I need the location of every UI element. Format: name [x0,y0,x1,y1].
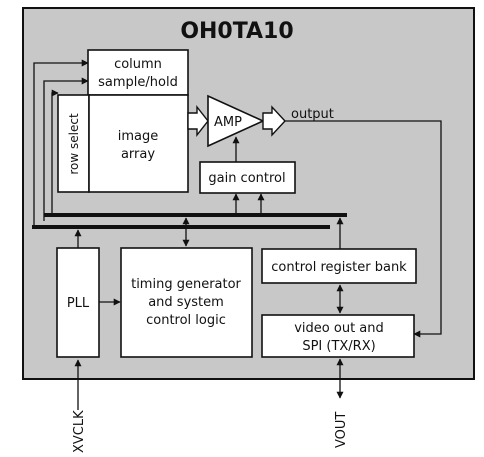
bus-to-column-line-outer [33,59,89,226]
timing-label-line1: timing generator [131,277,241,292]
video-label-line1: video out and [294,321,384,336]
image-array-label-line2: array [121,147,155,162]
vout-pin-label: VOUT [334,412,349,448]
column-label-line2: sample/hold [98,75,178,90]
image-array-label-line1: image [118,129,159,144]
column-sample-hold-block: column sample/hold [87,49,189,96]
image-array-block: image array [88,94,189,193]
amplifier-block: AMP [207,94,265,148]
bus-to-column-line-inner [43,77,89,221]
gain-control-label: gain control [208,171,285,186]
amp-label: AMP [214,115,242,130]
array-to-amp-arrow [187,104,209,138]
pll-block: PLL [56,247,100,358]
xvclk-pin-label: XVCLK [72,410,87,453]
timing-generator-block: timing generator and system control logi… [120,247,253,358]
video-out-spi-block: video out and SPI (TX/RX) [261,314,415,358]
output-to-video-line [285,120,442,338]
row-select-block: row select [57,94,90,193]
timing-label-line3: control logic [146,313,226,328]
chip-title: OH0TA10 [180,19,293,44]
gain-control-block: gain control [199,161,296,194]
pll-label: PLL [67,296,90,311]
amp-output-arrow [262,105,286,137]
output-label: output [291,107,334,122]
control-register-bank-block: control register bank [261,248,417,284]
column-label-line1: column [114,57,162,72]
video-label-line2: SPI (TX/RX) [302,339,375,354]
bus-to-array-line [51,89,59,216]
control-register-label: control register bank [271,260,407,275]
row-select-label: row select [67,113,81,175]
timing-label-line2: and system [148,295,224,310]
